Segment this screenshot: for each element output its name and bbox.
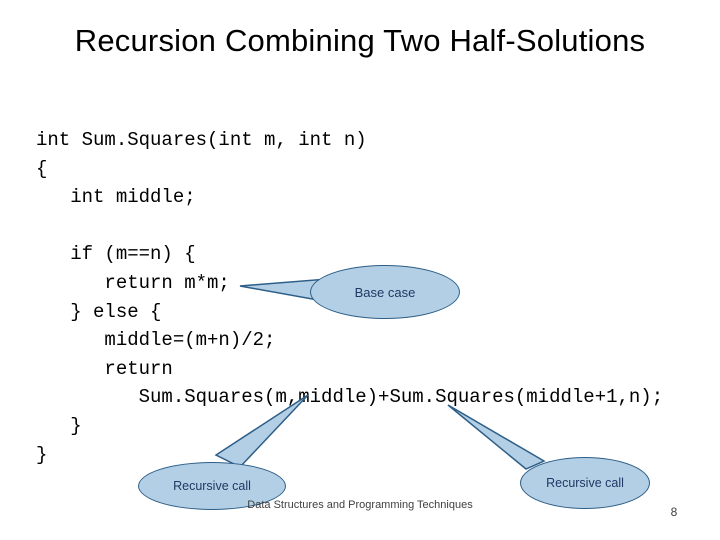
slide-footer: Data Structures and Programming Techniqu… (247, 499, 473, 511)
callout-base-case-label: Base case (354, 284, 416, 300)
callout-recursive-call-left-label: Recursive call (173, 479, 251, 493)
code-block: int Sum.Squares(int m, int n) { int midd… (36, 129, 664, 466)
callout-recursive-call-right-label: Recursive call (546, 476, 624, 490)
page-number: 8 (670, 505, 678, 519)
page-title: Recursion Combining Two Half-Solutions (74, 23, 646, 58)
callout-recursive-call-right[interactable]: Recursive call (520, 457, 650, 509)
callout-base-case[interactable]: Base case (310, 265, 460, 319)
callout-recursive-call-left[interactable]: Recursive call (138, 462, 286, 510)
